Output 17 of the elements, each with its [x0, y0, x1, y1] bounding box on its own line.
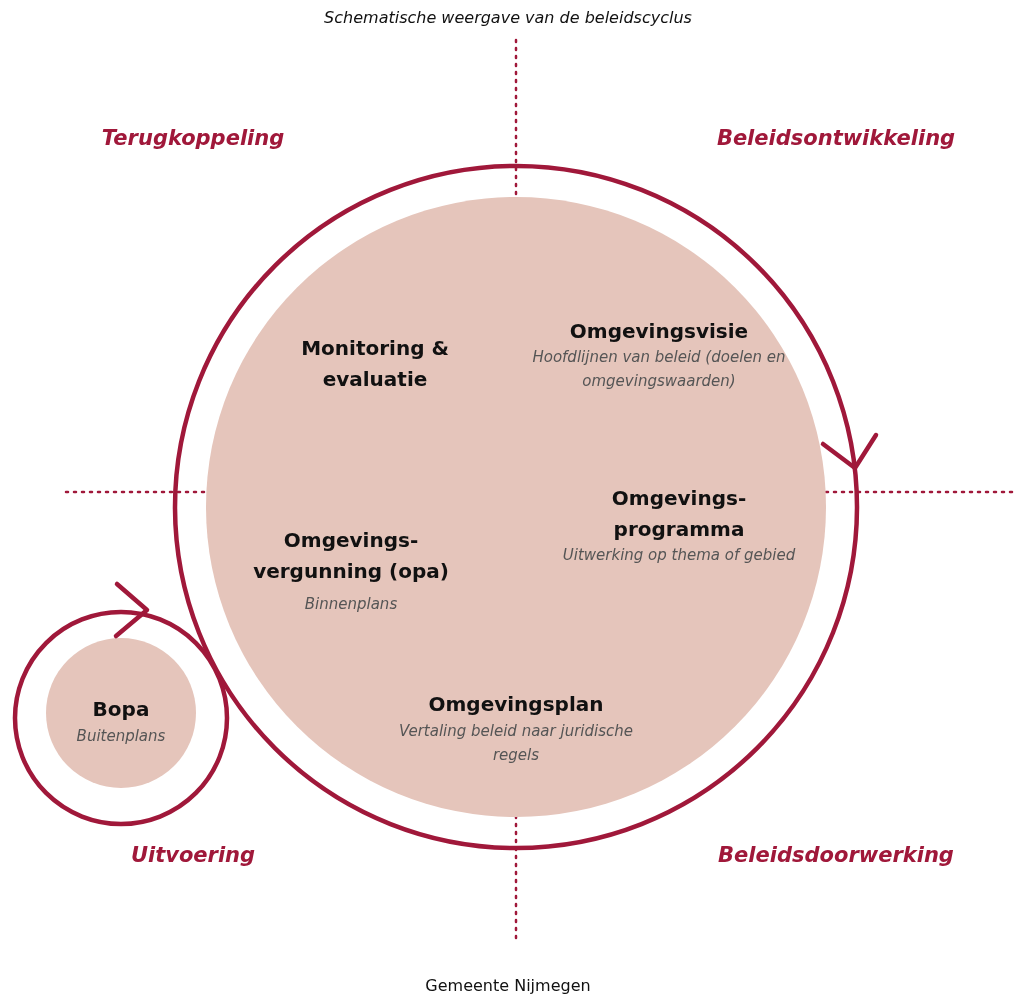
phase-label: Beleidsontwikkeling: [716, 126, 956, 150]
diagram-title: Schematische weergave van de beleidscyclus: [323, 8, 693, 27]
phase-label: Uitvoering: [130, 843, 256, 867]
phase-label: Terugkoppeling: [101, 126, 285, 150]
stage-description: Hoofdlijnen van beleid (doelen en omgevingswaarden): [531, 347, 787, 392]
stage-heading: Bopa: [91, 696, 151, 723]
stage-heading: Monitoring & evaluatie: [300, 335, 450, 393]
source-caption: Gemeente Nijmegen: [424, 976, 592, 995]
stage-description: Binnenplans: [303, 594, 399, 615]
stage-heading: Omgevings- vergunning (opa): [252, 527, 450, 585]
phase-label: Beleidsdoorwerking: [718, 843, 954, 867]
stage-heading: Omgevings- programma: [610, 485, 748, 543]
stage-heading: Omgevingsplan: [427, 691, 605, 718]
stage-heading: Omgevingsvisie: [568, 318, 750, 345]
stage-description: Vertaling beleid naar juridische regels: [398, 721, 634, 766]
stage-description: Buitenplans: [75, 726, 167, 747]
stage-description: Uitwerking op thema of gebied: [561, 545, 797, 566]
